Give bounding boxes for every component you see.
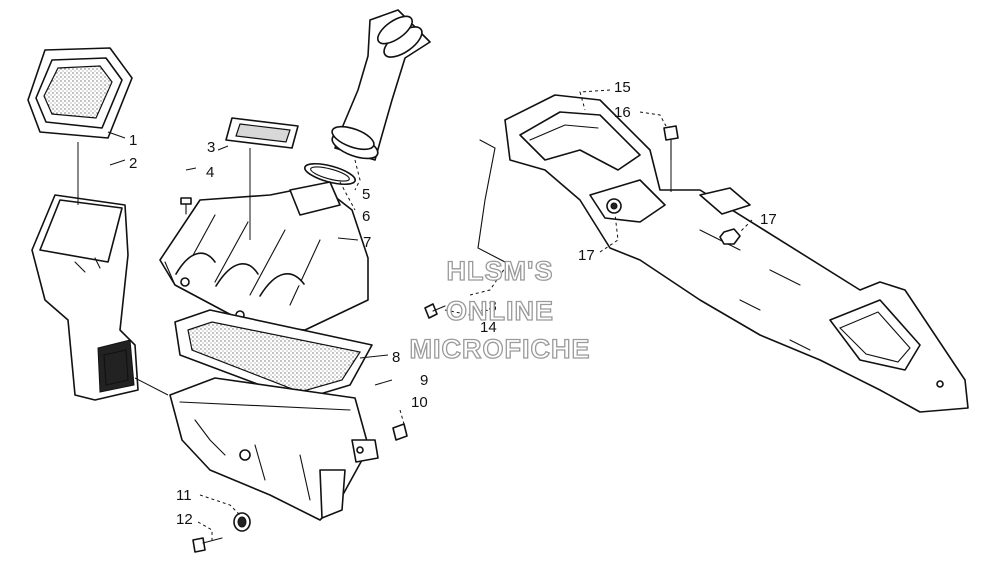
airbox-cover-part-7 xyxy=(159,181,369,331)
callout-4: 4 xyxy=(206,164,214,181)
callout-11: 11 xyxy=(176,487,192,504)
screw-part-4 xyxy=(180,197,192,215)
nut-part-17a xyxy=(719,228,741,245)
air-filter-part-8 xyxy=(174,309,373,401)
intake-duct-part-2 xyxy=(31,194,139,401)
watermark-line-2: ONLINE xyxy=(446,296,554,326)
callout-15: 15 xyxy=(614,79,631,96)
callout-10: 10 xyxy=(411,394,428,411)
callout-2: 2 xyxy=(129,155,137,172)
callout-3: 3 xyxy=(207,139,215,156)
callout-6: 6 xyxy=(362,208,370,225)
decal-part-3 xyxy=(225,117,299,149)
airbox-base-part-9 xyxy=(169,377,379,521)
watermark: HLSM'S ONLINE MICROFICHE xyxy=(409,255,591,364)
callout-5: 5 xyxy=(362,186,370,203)
callout-8: 8 xyxy=(392,349,400,366)
callout-17-lower: 17 xyxy=(578,247,595,264)
leader-lines xyxy=(77,89,753,540)
rod-part-13 xyxy=(477,139,506,263)
intake-cover-part-1 xyxy=(27,47,133,139)
watermark-line-3: MICROFICHE xyxy=(410,334,591,364)
bushing-part-11 xyxy=(233,512,251,532)
grommet-part-10 xyxy=(392,423,408,441)
callout-13: 13 xyxy=(480,298,497,315)
callout-labels: 1 2 3 4 5 6 7 8 9 10 11 12 13 14 15 16 1… xyxy=(129,79,777,528)
callout-17-upper: 17 xyxy=(760,211,777,228)
callout-16: 16 xyxy=(614,104,631,121)
callout-12: 12 xyxy=(176,511,193,528)
intake-boot-part-5 xyxy=(331,9,431,161)
bolt-part-16 xyxy=(663,125,679,161)
watermark-line-1: HLSM'S xyxy=(447,256,554,286)
callout-1: 1 xyxy=(129,132,137,149)
frame-bracket-part-15 xyxy=(504,94,969,413)
bolt-part-14 xyxy=(424,303,446,319)
callout-14: 14 xyxy=(480,319,497,336)
callout-7: 7 xyxy=(363,234,371,251)
nut-part-17b xyxy=(606,198,622,214)
callout-9: 9 xyxy=(420,372,428,389)
bolt-part-12 xyxy=(192,537,223,553)
